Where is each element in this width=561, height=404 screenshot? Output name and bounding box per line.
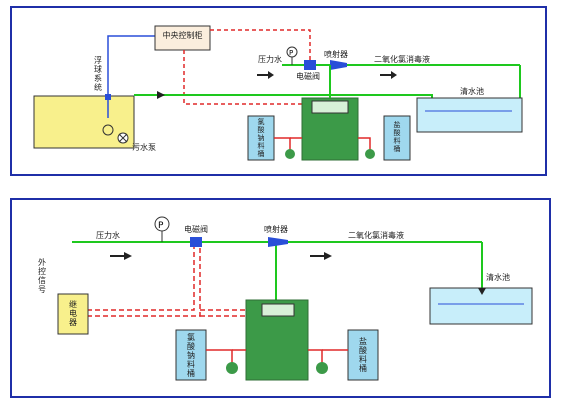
ejector-label: 喷射器 [324, 50, 348, 59]
sodium-chlorate-tank [175, 329, 207, 381]
solenoid-valve-icon [304, 60, 316, 70]
pressure-water-label: 压力水 [258, 55, 282, 64]
signal-line-valve [210, 29, 311, 65]
float-ball [102, 124, 114, 136]
hydrochloric-acid-label: 盐 酸 料 桶 [393, 121, 401, 153]
svg-text:P: P [289, 49, 293, 57]
pressure-gauge-icon [154, 216, 170, 232]
top-diagram-panel: P 中央控制柜 浮 球 系 统 污水泵 压力水 电磁阀 喷射器 二氧化氯消毒液 … [10, 6, 547, 176]
clean-pool [429, 287, 533, 325]
external-signal-label: 外 控 信 号 [38, 258, 46, 294]
ejector-icon [268, 237, 288, 247]
clean-pool-label: 清水池 [460, 87, 484, 96]
bottom-diagram-svg: P [57, 216, 533, 381]
relay-box [57, 293, 89, 335]
hydrochloric-acid-tank [347, 329, 379, 381]
control-cabinet-label: 中央控制柜 [162, 31, 203, 40]
signal-line-device [183, 50, 308, 105]
sodium-chlorate-label: 氯 酸 钠 料 桶 [257, 118, 265, 158]
pump-left-icon [285, 149, 295, 159]
sewage-pump-label: 污水泵 [132, 143, 156, 152]
ejector-label: 喷射器 [264, 225, 288, 234]
solenoid-valve-icon [190, 237, 202, 247]
generator-panel [261, 303, 295, 317]
clean-pool-label: 清水池 [486, 273, 510, 282]
top-diagram-svg: P [33, 25, 523, 161]
sewage-tank [33, 95, 135, 149]
pressure-water-label: 压力水 [96, 231, 120, 240]
control-cabinet [154, 25, 211, 51]
bottom-diagram-panel: P 外 控 信 号 继 电 器 [10, 198, 551, 398]
generator-panel [311, 100, 349, 114]
solenoid-valve-label: 电磁阀 [296, 72, 320, 81]
pressure-gauge-icon [286, 46, 298, 58]
pump-right-icon [316, 362, 328, 374]
hydrochloric-acid-tank [383, 115, 411, 161]
pump-right-icon [365, 149, 375, 159]
disinfectant-label: 二氧化氯消毒液 [374, 55, 430, 64]
hydrochloric-acid-label: 盐 酸 料 桶 [359, 337, 367, 373]
ejector-icon [330, 60, 347, 70]
sodium-chlorate-label: 氯 酸 钠 料 桶 [187, 333, 195, 378]
pump-left-icon [226, 362, 238, 374]
relay-label: 继 电 器 [69, 300, 77, 327]
signal-line-valve-a [87, 247, 195, 311]
disinfectant-label: 二氧化氯消毒液 [348, 231, 404, 240]
svg-text:P: P [158, 221, 164, 231]
float-system-label: 浮 球 系 统 [94, 56, 102, 92]
float-switch [105, 94, 111, 100]
signal-line-valve-b [87, 247, 201, 317]
solenoid-valve-label: 电磁阀 [184, 225, 208, 234]
clean-pool [416, 97, 523, 133]
